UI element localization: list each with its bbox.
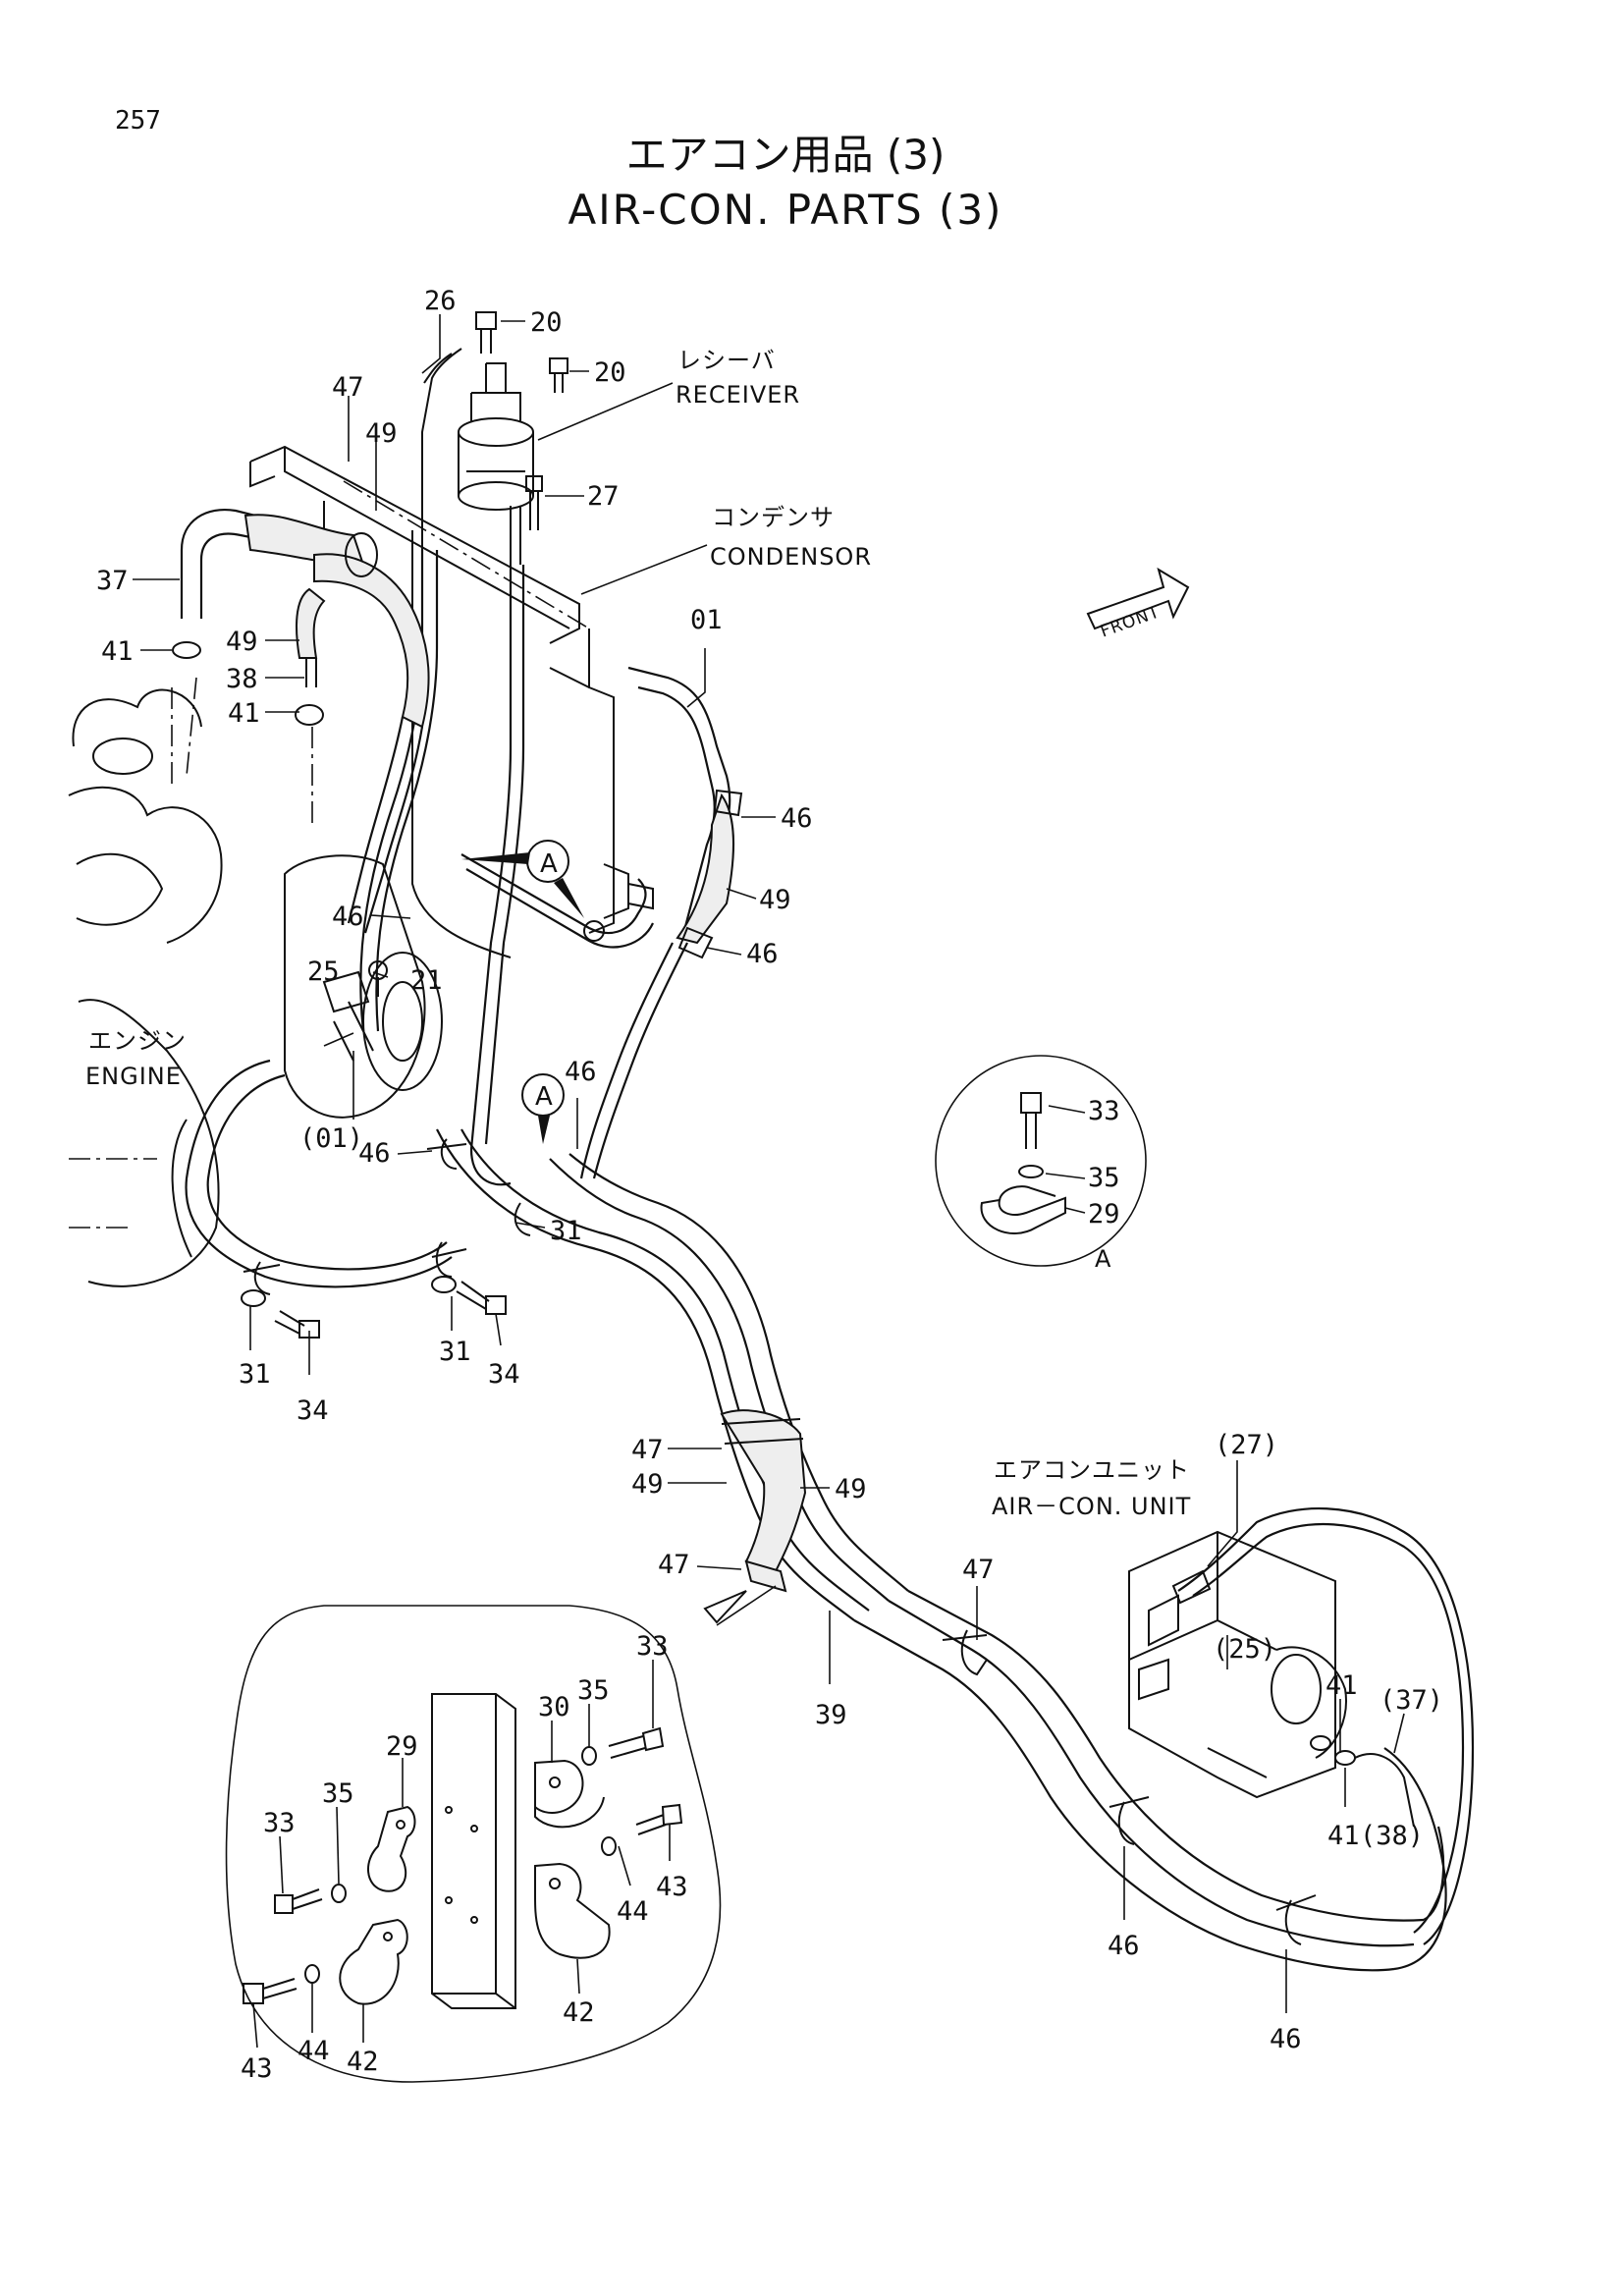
suction-hose-37 — [180, 508, 430, 934]
callout-01: 01 — [690, 605, 723, 635]
callout-25-ref: (25) — [1213, 1634, 1276, 1665]
receiver — [421, 348, 534, 570]
callout-49b: 49 — [226, 627, 258, 657]
clamp-41-left — [172, 641, 324, 726]
engine-label-en: ENGINE — [85, 1063, 182, 1090]
compressor — [284, 854, 443, 1119]
bolt-34-left — [274, 1310, 320, 1339]
callout-33a: 33 — [1088, 1096, 1120, 1126]
callout-46f: 46 — [1108, 1931, 1140, 1961]
view-a-letter-lower: A — [535, 1082, 554, 1112]
callout-20b: 20 — [594, 357, 626, 388]
bolt-20-right — [549, 357, 568, 393]
detail-callout-44a: 44 — [617, 1896, 649, 1927]
engine-label-jp: エンジン — [88, 1027, 187, 1055]
callout-25: 25 — [307, 957, 340, 987]
callout-47d: 47 — [962, 1555, 995, 1585]
view-a-letter-upper: A — [540, 849, 559, 879]
detail-callout-43a: 43 — [656, 1872, 688, 1902]
detail-callout-42b: 42 — [347, 2047, 379, 2077]
callout-34b: 34 — [488, 1359, 520, 1390]
detail-callout-42a: 42 — [563, 1997, 595, 2028]
callout-31a: 31 — [550, 1216, 582, 1246]
callout-49d: 49 — [631, 1469, 664, 1500]
callout-26: 26 — [424, 286, 457, 316]
hose-bundle — [185, 1059, 1447, 1972]
callout-46b: 46 — [746, 939, 779, 969]
callout-29a: 29 — [1088, 1199, 1120, 1230]
callout-38: 38 — [226, 664, 258, 694]
callout-01-ref: (01) — [299, 1123, 363, 1154]
callout-31c: 31 — [439, 1337, 471, 1367]
callout-49e: 49 — [835, 1474, 867, 1504]
detail-callout-29: 29 — [386, 1731, 418, 1762]
callout-39: 39 — [815, 1700, 847, 1730]
title-english: AIR-CON. PARTS (3) — [568, 186, 1003, 234]
callout-35a: 35 — [1088, 1163, 1120, 1193]
condensor-label-en: CONDENSOR — [710, 543, 872, 571]
detail-callout-33a: 33 — [636, 1631, 669, 1662]
callout-20a: 20 — [530, 307, 563, 338]
aircon-unit-label-en: AIR－CON. UNIT — [992, 1493, 1191, 1520]
callout-46d: 46 — [358, 1138, 391, 1169]
callout-37: 37 — [96, 566, 129, 596]
receiver-label-jp: レシーバ — [677, 347, 776, 374]
callout-31b: 31 — [239, 1359, 271, 1390]
receiver-label-en: RECEIVER — [676, 381, 800, 409]
callout-37-ref: (37) — [1380, 1685, 1443, 1716]
view-a-marker-upper — [461, 840, 584, 918]
detail-callout-44b: 44 — [298, 2036, 330, 2066]
callout-47b: 47 — [631, 1435, 664, 1465]
aircon-unit-label-jp: エアコンユニット — [994, 1456, 1190, 1484]
callout-leaders — [133, 314, 1405, 2049]
title-japanese: エアコン用品 (3) — [626, 131, 946, 179]
detail-view-a — [935, 1055, 1147, 1267]
callout-21: 21 — [410, 965, 443, 996]
detail-a-letter: A — [1095, 1245, 1111, 1273]
fitting-27 — [525, 475, 543, 530]
liquid-line-01 — [460, 666, 743, 1179]
front-arrow — [1086, 567, 1190, 630]
callout-49c: 49 — [759, 885, 791, 915]
detail-callout-30: 30 — [538, 1692, 570, 1722]
callout-38-ref: (38) — [1360, 1821, 1424, 1851]
callout-27-ref: (27) — [1215, 1430, 1278, 1460]
clamp-31-left — [241, 1289, 266, 1307]
callout-46a: 46 — [781, 803, 813, 834]
page-number: 257 — [115, 106, 161, 136]
detail-callout-35b: 35 — [322, 1778, 354, 1809]
callout-34a: 34 — [297, 1395, 329, 1426]
callout-47: 47 — [332, 372, 364, 403]
view-a-marker-lower — [521, 1073, 565, 1144]
callout-46g: 46 — [1270, 2024, 1302, 2054]
callout-41b: 41 — [228, 698, 260, 729]
callout-46e: 46 — [565, 1057, 597, 1087]
callout-46c: 46 — [332, 902, 364, 932]
bolt-20-upper — [475, 311, 497, 354]
callout-47c: 47 — [658, 1550, 690, 1580]
detail-callout-35a: 35 — [577, 1675, 610, 1706]
front-label: FRONT — [1098, 602, 1163, 641]
detail-callout-43b: 43 — [241, 2053, 273, 2084]
callout-41a: 41 — [101, 636, 134, 667]
engine-outline — [68, 687, 223, 1287]
callout-49: 49 — [365, 418, 398, 449]
detail-view-clamps — [225, 1585, 777, 2083]
aircon-unit — [1128, 1506, 1475, 1945]
bolt-34-right — [456, 1281, 507, 1315]
condensor-label-jp: コンデンサ — [712, 504, 835, 531]
detail-callout-33b: 33 — [263, 1808, 296, 1838]
callout-27: 27 — [587, 481, 620, 512]
callout-41c: 41 — [1325, 1670, 1358, 1701]
clamp-31-right — [431, 1276, 457, 1293]
callout-41d: 41 — [1327, 1821, 1360, 1851]
